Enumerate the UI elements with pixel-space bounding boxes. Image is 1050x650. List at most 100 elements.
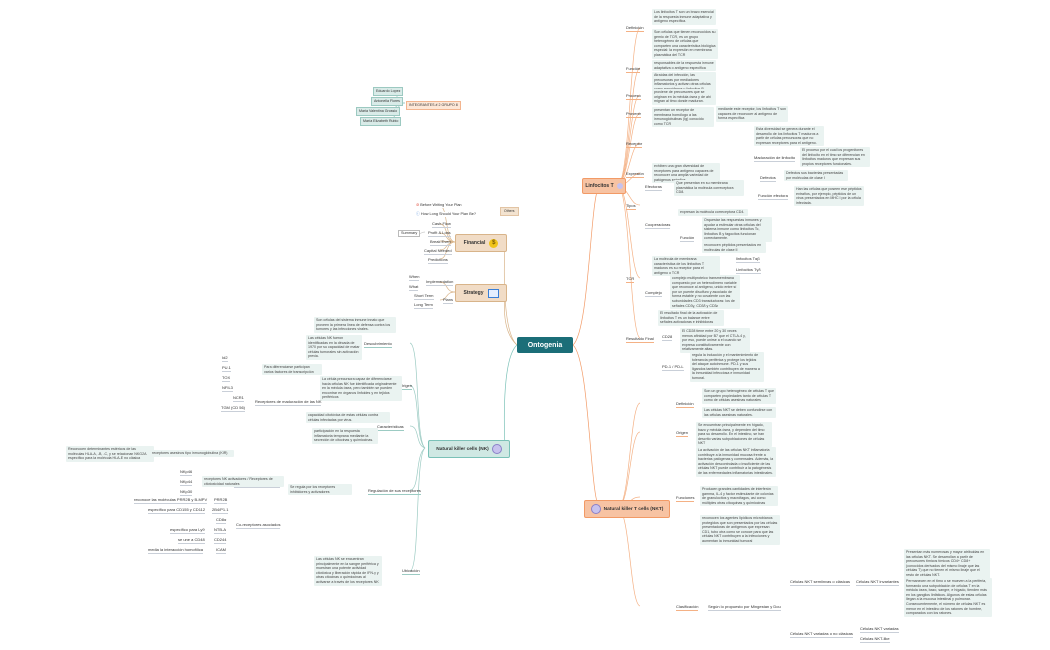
warning-icon: ⊘ <box>416 203 420 207</box>
coreceptor-name[interactable]: ICAM <box>216 547 226 554</box>
activadores-label[interactable]: receptores NK activadores / Receptores d… <box>202 476 284 488</box>
descubrimiento-label[interactable]: Descubrimiento <box>364 341 392 348</box>
coreceptor-desc: se une a CD48 <box>178 537 205 544</box>
funcion-label[interactable]: Función <box>626 66 641 73</box>
defectos-label[interactable]: Defectos <box>760 175 776 182</box>
cd28-label[interactable]: CD28 <box>662 334 673 341</box>
nkt-origen-text: Se encuentran principalmente en hígado, … <box>696 422 772 447</box>
factor-item[interactable]: TOX <box>222 375 231 382</box>
nkt-origen-label[interactable]: Origen <box>676 430 689 437</box>
plan-item[interactable]: Short Term <box>414 293 434 300</box>
origen-label[interactable]: Origen <box>400 383 413 390</box>
nkt-definicion-label[interactable]: Definición <box>676 401 694 408</box>
nkt-funciones-text: Producen grandes cantidades de interferó… <box>700 486 778 507</box>
integrantes-title[interactable]: INTEGRANTES # 2 GRUPO 8 <box>406 101 461 110</box>
provenir-label[interactable]: Provenir <box>626 111 641 118</box>
tcr-tipo[interactable]: linfocitos Tαβ <box>736 256 760 263</box>
funcion-efectora-label[interactable]: Función efectora <box>758 193 788 200</box>
plans-item[interactable]: Plans <box>443 297 454 304</box>
pd1-label[interactable]: PD-1 / PD-L <box>662 364 684 371</box>
activador-item[interactable]: NKp46 <box>180 469 193 476</box>
nkt-funciones-text: reconocen los agentes lipídicos microbia… <box>700 515 780 545</box>
ubicacion-text: Las células NK se encuentran principalme… <box>314 556 382 586</box>
member-item[interactable]: María Elizabeth Rubio <box>360 117 402 126</box>
cells-icon <box>491 444 502 454</box>
member-item[interactable]: Antonella Flores <box>371 97 403 106</box>
expresion-text: Esta diversidad se genera durante el des… <box>754 126 824 147</box>
factor-item[interactable]: Id2 <box>222 355 228 362</box>
tipo2-item[interactable]: Células NKT-like <box>860 636 890 643</box>
coreceptor-name[interactable]: PRR2B <box>214 497 228 504</box>
activador-item[interactable]: NKp44 <box>180 479 193 486</box>
nkt-node[interactable]: Natural killer T cells (NKT) <box>584 500 670 518</box>
financial-node[interactable]: Financial $ <box>455 234 507 252</box>
tipo1-label[interactable]: Células NKT semiinvas o clásicas <box>790 579 850 586</box>
tipo2-label[interactable]: Células NKT variadas o no clásicas <box>790 631 853 638</box>
coop-funcion-label[interactable]: Función <box>680 235 695 242</box>
definicion-text: Son células que tienen reconocidos su ge… <box>652 29 718 59</box>
nkt-funciones-label[interactable]: Funciones <box>676 495 695 502</box>
linfocitos-node[interactable]: Linfocitos T <box>582 178 626 194</box>
clasificacion-label[interactable]: Clasificación <box>676 604 699 611</box>
definicion-label[interactable]: Definición <box>626 25 644 32</box>
descubrimiento-text: Son células del sistema inmune innato qu… <box>314 317 396 333</box>
receptor-label[interactable]: Receptor <box>626 141 643 148</box>
efectores-text: Que presentan en su membrana plasmática … <box>674 180 744 196</box>
regulacion-label[interactable]: Regulación de sus receptores <box>368 488 421 495</box>
tcr-tipo[interactable]: Linfocitos Tγδ <box>736 267 761 274</box>
implementation-item[interactable]: Implementation <box>426 279 454 286</box>
plan-item[interactable]: Long Term <box>414 302 433 309</box>
caracteristicas-label[interactable]: Características <box>377 424 404 431</box>
coreceptor-name[interactable]: CD8α <box>216 517 227 524</box>
ubicacion-label[interactable]: Ubicación <box>402 568 420 575</box>
member-item[interactable]: Eduardo Lopez <box>373 87 404 96</box>
coop-extra-text: reconocen péptidos presentados en molécu… <box>702 242 766 254</box>
maduracion-label[interactable]: Maduración de linfocito <box>754 155 796 162</box>
tipo1-sub-label[interactable]: Células NKT invariantes <box>856 579 899 586</box>
strategy-when[interactable]: When <box>409 274 420 281</box>
nk-label: Natural killer cells (NK) <box>436 446 489 452</box>
receptor-item[interactable]: NCR1 <box>233 395 244 402</box>
receptores-maduracion-label[interactable]: Receptores de maduración de las NK <box>255 399 322 406</box>
strategy-what[interactable]: What <box>409 284 419 291</box>
coreceptor-name[interactable]: 2B4/P1.1 <box>212 507 229 514</box>
complejo-label[interactable]: Complejo <box>645 290 662 297</box>
financial-top-item[interactable]: ⓘ How Long Should Your Plan Be? <box>416 212 476 217</box>
strategy-node[interactable]: Strategy <box>455 284 507 302</box>
expresion-text: El proceso por el cual los progenitores … <box>800 147 870 168</box>
funcion-efectora-text: Han las células que poseen ese péptidos … <box>794 186 864 207</box>
tipo1-text: Permanecen en el timo o se mueven a la p… <box>904 578 992 617</box>
summary-label[interactable]: Summary <box>398 230 421 237</box>
resultado-label[interactable]: Resultado Final <box>626 336 654 343</box>
financial-item[interactable]: Break Even <box>430 239 451 246</box>
financial-item[interactable]: Predictions <box>428 257 448 264</box>
coreceptores-label[interactable]: Co-receptores asociados <box>236 522 281 529</box>
tipos-label[interactable]: Tipos <box>626 203 636 210</box>
member-item[interactable]: Maria Valentina Grossio <box>356 107 401 116</box>
others-tag[interactable]: Others <box>500 207 519 216</box>
coreceptor-desc: media la interacción homofílica <box>148 547 203 554</box>
receptor-item[interactable]: TGM (CD 56) <box>221 405 245 412</box>
financial-item[interactable]: Cash Flow <box>432 221 451 228</box>
coreceptor-name[interactable]: CD244 <box>214 537 227 544</box>
dollar-icon: $ <box>489 238 499 248</box>
factor-item[interactable]: NFIL3 <box>222 385 233 392</box>
cooperadoras-label[interactable]: Cooperadoras <box>645 222 671 229</box>
nk-node[interactable]: Natural killer cells (NK) <box>428 440 510 458</box>
factor-item[interactable]: PU.1 <box>222 365 231 372</box>
financial-top-item[interactable]: ⊘ Before Writing Your Plan <box>416 203 462 208</box>
financial-item[interactable]: Capital Needed <box>424 248 452 255</box>
cd28-text: El CD28 tiene entre 20 y 30 veces menos … <box>680 328 750 353</box>
strategy-label: Strategy <box>463 290 484 296</box>
tcr-label[interactable]: TCR <box>626 276 635 283</box>
pd1-text: regula la inducción y el mantenimiento d… <box>690 352 764 382</box>
expresion-label[interactable]: Expresión <box>626 171 644 178</box>
activador-item[interactable]: NKp30 <box>180 489 193 496</box>
proceso-label[interactable]: Proceso <box>626 93 641 100</box>
central-topic[interactable]: Ontogenia <box>517 337 573 353</box>
tipo2-item[interactable]: Células NKT variadas <box>860 626 899 633</box>
coreceptor-name[interactable]: NTB-A <box>214 527 226 534</box>
efectores-label[interactable]: Efectoras <box>645 184 662 191</box>
financial-item[interactable]: Profit & Loss <box>428 230 451 237</box>
coreceptor-desc: específico para Ly9 <box>170 527 205 534</box>
